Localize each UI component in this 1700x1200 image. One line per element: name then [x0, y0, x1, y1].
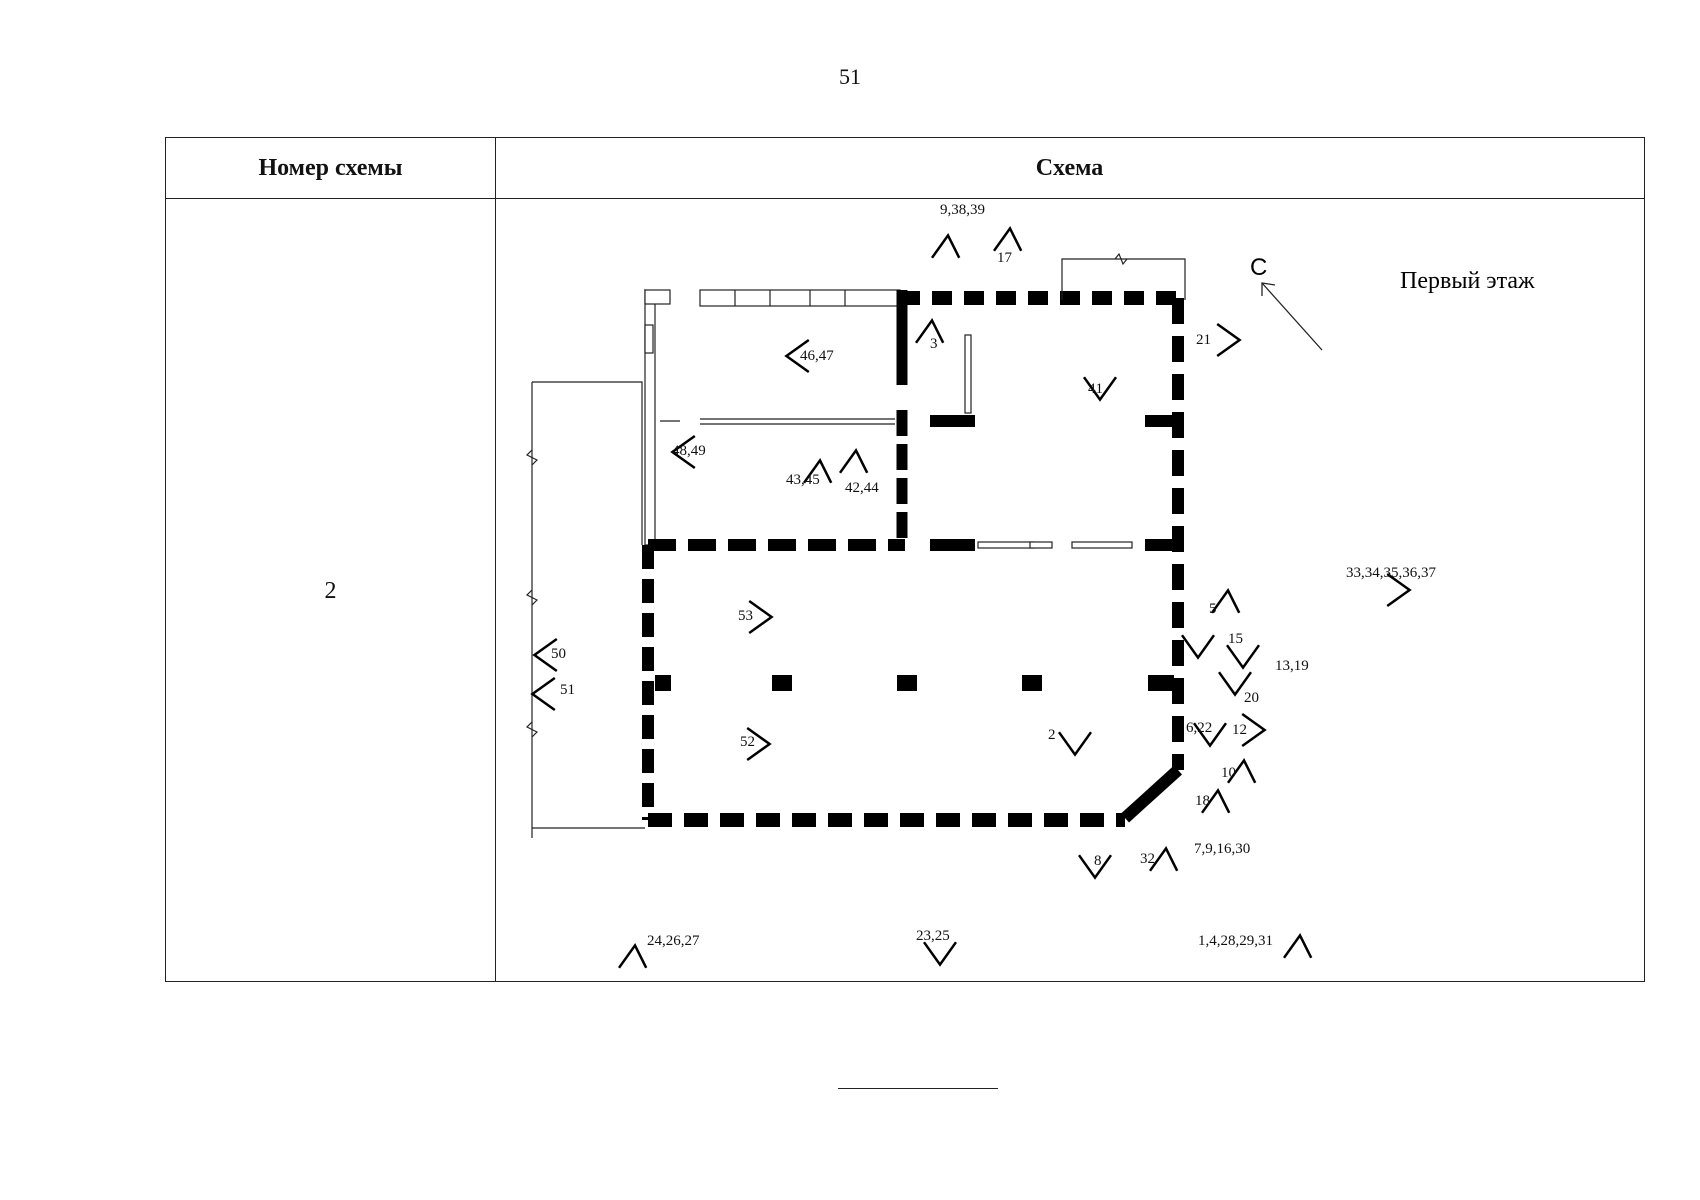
view-marker-label: 15 — [1228, 631, 1243, 647]
view-marker-chevron — [1226, 757, 1257, 784]
view-marker-label: 17 — [997, 250, 1013, 266]
view-marker-label: 24,26,27 — [647, 933, 700, 949]
view-markers: 9,38,39 17 3 46,47 21 41 48,49 43,45 42,44 33,34,… — [530, 202, 1437, 969]
north-label: С — [1250, 254, 1267, 281]
north-arrow — [1261, 282, 1323, 351]
view-marker-chevron — [838, 447, 869, 474]
view-marker-chevron — [1210, 587, 1241, 614]
view-marker-chevron — [617, 942, 648, 969]
view-marker-label: 8 — [1094, 853, 1102, 869]
view-marker-chevron — [532, 637, 558, 673]
view-marker-label: 3 — [930, 336, 938, 352]
partition-lines — [977, 252, 1186, 549]
view-marker-chevron — [1282, 932, 1313, 959]
view-marker-label: 43,45 — [786, 472, 820, 488]
view-marker-label: 33,34,35,36,37 — [1346, 565, 1437, 581]
view-marker-chevron — [1077, 854, 1113, 880]
scheme-table: Номер схемы Схема 2 — [165, 137, 1645, 982]
view-marker-label: 53 — [738, 608, 753, 624]
view-marker-label: 9,38,39 — [940, 202, 985, 218]
view-marker-label: 5 — [1209, 601, 1217, 617]
view-marker-chevron — [992, 225, 1023, 252]
annex-outline — [525, 381, 645, 838]
column-divider — [495, 138, 496, 981]
view-marker-label: 20 — [1244, 690, 1259, 706]
view-marker-label: 32 — [1140, 851, 1155, 867]
view-marker-chevron — [1148, 845, 1179, 872]
view-marker-chevron — [670, 434, 696, 470]
view-marker-label: 50 — [551, 646, 566, 662]
view-marker-label: 18 — [1195, 793, 1210, 809]
floor-label: Первый этаж — [1400, 268, 1535, 294]
view-marker-label: 12 — [1232, 722, 1247, 738]
view-marker-chevron — [922, 941, 958, 967]
masonry-walls — [642, 290, 1184, 827]
view-marker-chevron — [748, 599, 774, 635]
view-marker-chevron — [530, 676, 556, 712]
view-marker-chevron — [1192, 722, 1228, 748]
view-marker-label: 10 — [1221, 765, 1236, 781]
columns — [655, 675, 1174, 691]
view-marker-label: 2 — [1048, 727, 1056, 743]
view-marker-chevron — [784, 338, 810, 374]
footer-rule — [838, 1088, 998, 1089]
header-divider — [166, 198, 1644, 199]
view-marker-chevron — [802, 457, 833, 484]
view-marker-label: 21 — [1196, 332, 1211, 348]
view-marker-chevron — [1200, 787, 1231, 814]
view-marker-chevron — [1217, 671, 1253, 697]
view-marker-label: 41 — [1088, 381, 1103, 397]
light-walls — [644, 288, 972, 546]
view-marker-chevron — [1082, 376, 1118, 402]
view-marker-chevron — [914, 317, 945, 344]
header-scheme: Схема — [1035, 155, 1104, 181]
view-marker-chevron — [1386, 572, 1412, 608]
view-marker-label: 23,25 — [916, 928, 950, 944]
view-marker-label: 51 — [560, 682, 575, 698]
view-marker-label: 13,19 — [1275, 658, 1309, 674]
view-marker-chevron — [1180, 634, 1216, 660]
header-scheme-number: Номер схемы — [258, 155, 403, 181]
view-marker-label: 46,47 — [800, 348, 834, 364]
view-marker-chevron — [1057, 731, 1093, 757]
view-marker-chevron — [1241, 712, 1267, 748]
view-marker-chevron — [930, 232, 961, 259]
view-marker-label: 1,4,28,29,31 — [1198, 933, 1273, 949]
page-number: 51 — [839, 64, 861, 89]
view-marker-label: 7,9,16,30 — [1194, 841, 1250, 857]
view-marker-chevron — [1216, 322, 1242, 358]
view-marker-chevron — [746, 726, 772, 762]
view-marker-label: 42,44 — [845, 480, 879, 496]
scheme-number-cell: 2 — [324, 578, 337, 604]
view-marker-label: 48,49 — [672, 443, 706, 459]
view-marker-label: 6,22 — [1186, 720, 1212, 736]
view-marker-label: 52 — [740, 734, 755, 750]
view-marker-chevron — [1225, 644, 1261, 670]
